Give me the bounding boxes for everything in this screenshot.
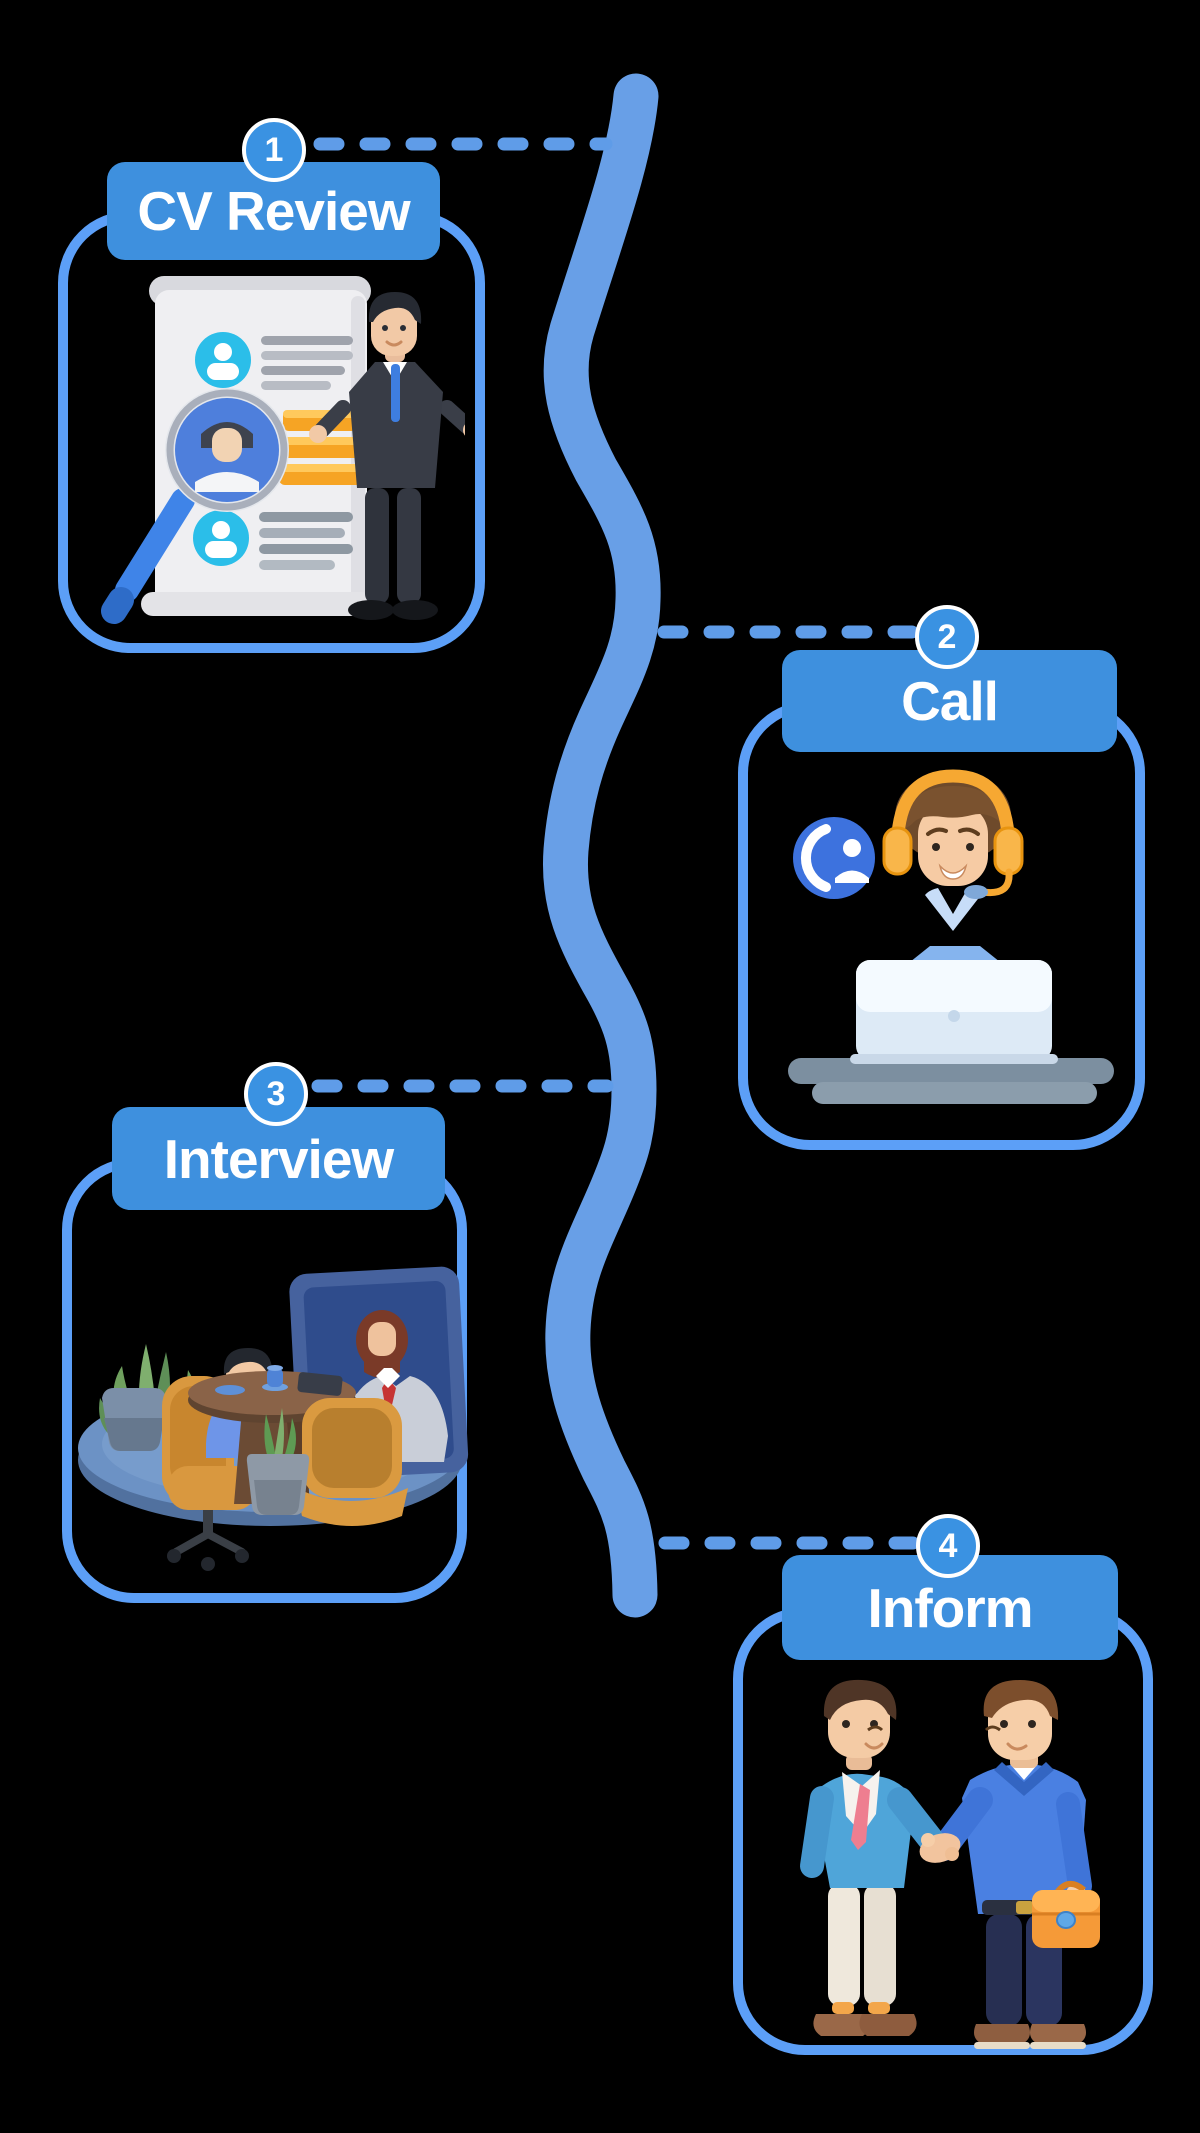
step-number: 4 <box>938 1526 958 1565</box>
handshake-icon <box>919 1833 961 1863</box>
briefcase-icon <box>1032 1881 1100 1948</box>
cv-review-illustration <box>101 276 465 624</box>
step-badge-2: 2 <box>915 605 979 669</box>
step-label: Interview <box>163 1127 394 1190</box>
cv-text-lines-2 <box>259 512 353 570</box>
cv-avatar-icon <box>195 332 251 388</box>
magnifier-icon <box>101 388 289 624</box>
recruiter-character <box>309 292 465 620</box>
cv-text-lines <box>261 336 353 390</box>
interview-illustration <box>78 1266 469 1571</box>
cv-avatar-icon-2 <box>193 510 249 566</box>
small-plant-icon <box>246 1408 310 1515</box>
wavy-timeline-line <box>542 73 661 1618</box>
step-badge-3: 3 <box>244 1062 308 1126</box>
step-header-call: Call <box>782 650 1117 752</box>
step-number: 1 <box>264 130 284 169</box>
phone-contact-icon <box>793 817 875 899</box>
inform-illustration <box>800 1679 1100 2049</box>
laptop-icon <box>850 960 1058 1064</box>
step-header-inform: Inform <box>782 1555 1118 1660</box>
applicant-character <box>800 1679 949 2036</box>
step-label: Call <box>901 670 999 732</box>
headset-icon <box>882 769 1024 899</box>
guest-chair-back-icon <box>296 1398 408 1526</box>
step-label: CV Review <box>137 180 410 242</box>
desk <box>788 1058 1114 1104</box>
step-number: 3 <box>266 1074 286 1113</box>
step-badge-4: 4 <box>916 1514 980 1578</box>
call-illustration <box>788 769 1114 1104</box>
step-label: Inform <box>867 1576 1033 1639</box>
candidate-hired-character <box>931 1680 1092 2049</box>
step-number: 2 <box>937 617 957 656</box>
step-badge-1: 1 <box>242 118 306 182</box>
